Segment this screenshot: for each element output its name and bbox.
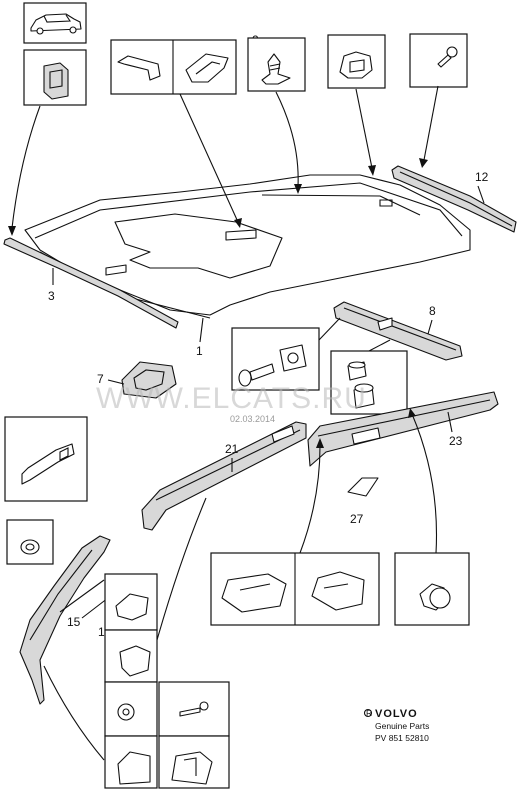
label-8: 8 xyxy=(429,304,436,318)
part-box-9-10 xyxy=(231,327,320,391)
label-12: 12 xyxy=(475,170,489,184)
part-23 xyxy=(307,391,499,467)
roof-lining xyxy=(24,174,471,319)
weatherstrip-3 xyxy=(3,237,179,329)
part-box-13 xyxy=(327,34,386,89)
part-box-26 xyxy=(394,552,470,626)
car-thumbnail xyxy=(23,2,87,44)
part-27 xyxy=(347,477,379,497)
label-23: 23 xyxy=(449,434,463,448)
part-box-4 xyxy=(23,49,87,106)
footer-line2: PV 851 52810 xyxy=(375,733,429,743)
label-21: 21 xyxy=(225,442,239,456)
part-box-15a xyxy=(6,519,54,565)
part-box-14 xyxy=(409,33,468,88)
svg-text:R: R xyxy=(366,708,372,718)
part-box-20 xyxy=(4,416,88,502)
label-1: 1 xyxy=(196,344,203,358)
watermark-text: WWW.ELCATS.RU xyxy=(96,382,367,415)
part-8 xyxy=(333,301,463,361)
footer-brand: VOLVO xyxy=(375,708,418,720)
footer-line1: Genuine Parts xyxy=(375,721,429,731)
part-box-6-5 xyxy=(110,39,237,95)
part-box-19-16a xyxy=(158,681,230,789)
part-21 xyxy=(141,421,307,531)
label-3: 3 xyxy=(48,289,55,303)
part-box-11 xyxy=(330,350,408,415)
part-box-column xyxy=(104,573,158,789)
part-7 xyxy=(121,361,177,399)
label-27: 27 xyxy=(350,512,364,526)
part-box-2 xyxy=(247,37,306,92)
label-1b: 1 xyxy=(98,625,105,639)
part-box-24-25 xyxy=(210,552,380,626)
watermark-date: 02.03.2014 xyxy=(230,414,275,424)
label-7: 7 xyxy=(97,372,104,386)
volvo-footer: R VOLVO Genuine Parts PV 851 52810 xyxy=(363,708,429,743)
trim-strip-12 xyxy=(391,165,517,233)
a-pillar-trim xyxy=(19,535,111,705)
label-15: 15 xyxy=(67,615,81,629)
leader-lines-top xyxy=(8,85,439,236)
